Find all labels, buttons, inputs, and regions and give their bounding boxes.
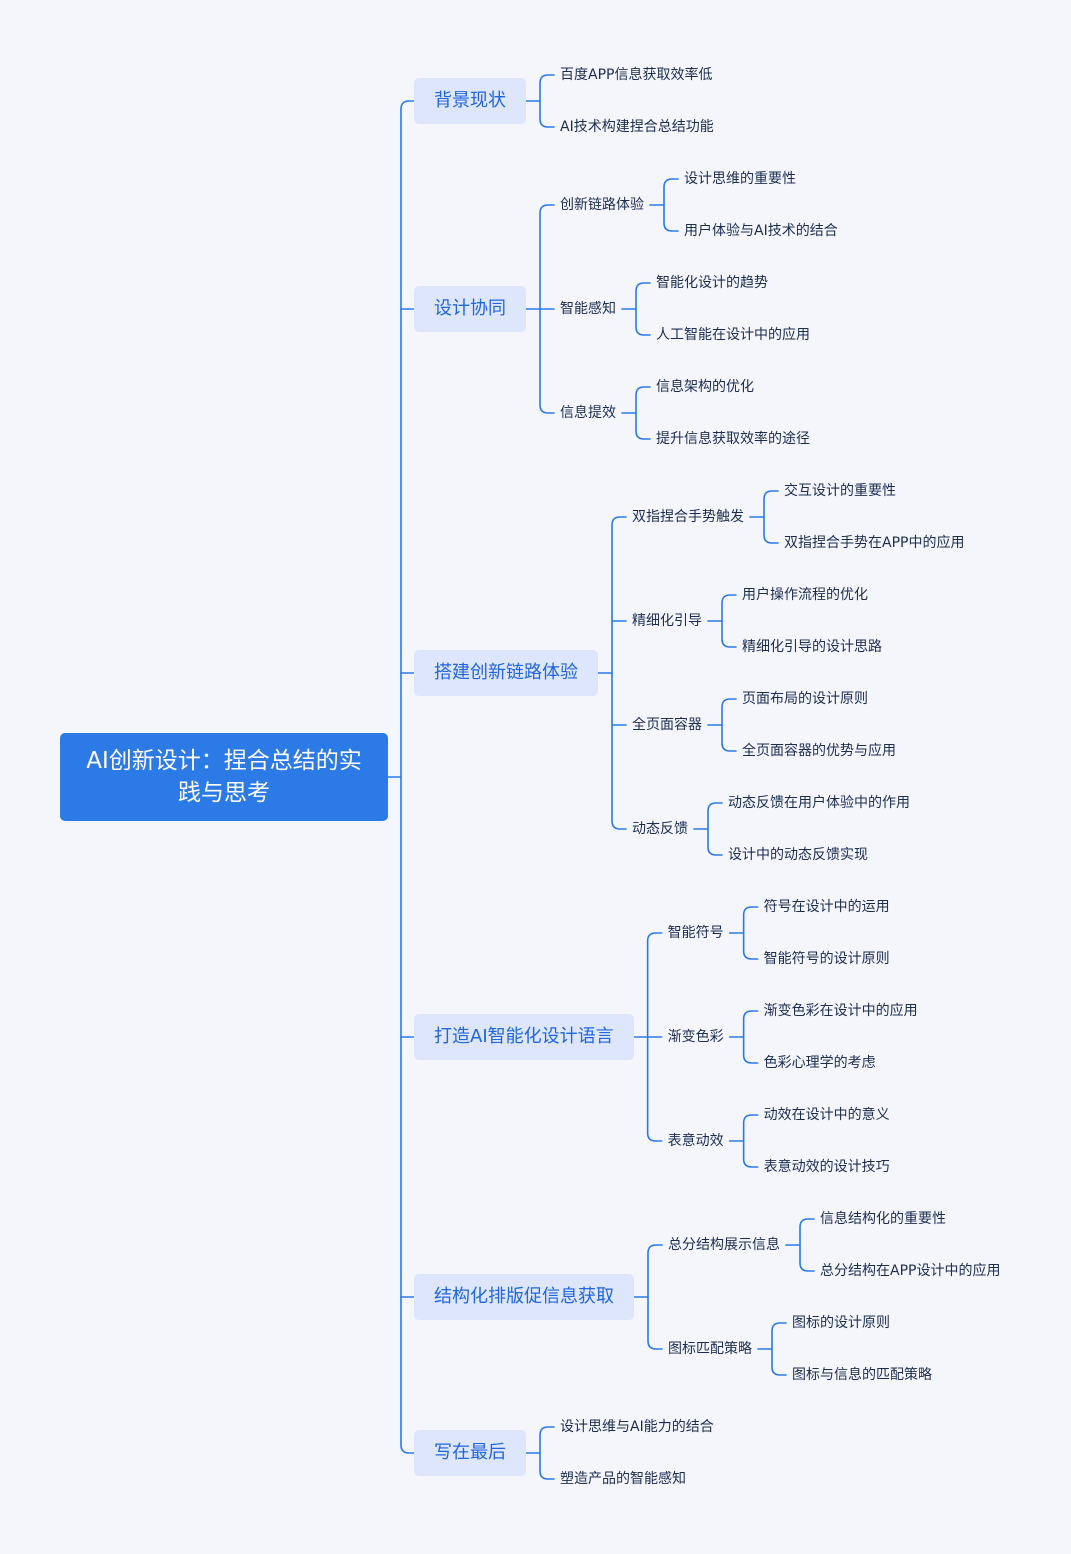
leaf-node[interactable]: 动态反馈在用户体验中的作用 <box>728 795 910 811</box>
leaf-node[interactable]: 页面布局的设计原则 <box>742 691 868 707</box>
branch-node[interactable]: 打造AI智能化设计语言 <box>414 1014 634 1060</box>
topic-node[interactable]: 创新链路体验 <box>560 197 644 213</box>
topic-connector-spine <box>707 802 723 856</box>
topic-connector-spine <box>742 1114 759 1168</box>
topic-connector-spine <box>742 1010 759 1064</box>
leaf-node[interactable]: 交互设计的重要性 <box>784 483 896 499</box>
leaf-node[interactable]: 用户体验与AI技术的结合 <box>684 223 838 239</box>
branch-node[interactable]: 写在最后 <box>414 1430 526 1476</box>
branch-node[interactable]: 结构化排版促信息获取 <box>414 1274 634 1320</box>
topic-node[interactable]: 全页面容器 <box>632 717 702 733</box>
topic-connector-spine <box>663 178 679 232</box>
topic-node[interactable]: 设计思维与AI能力的结合 <box>560 1419 714 1435</box>
topic-node[interactable]: 动态反馈 <box>632 821 688 837</box>
topic-connector-spine <box>742 906 759 960</box>
branch-node[interactable]: 搭建创新链路体验 <box>414 650 598 696</box>
topic-node[interactable]: 总分结构展示信息 <box>668 1237 780 1253</box>
topic-connector-spine <box>721 594 737 648</box>
branch-connector-spine <box>539 1426 555 1480</box>
leaf-node[interactable]: 表意动效的设计技巧 <box>763 1159 890 1175</box>
topic-node[interactable]: 百度APP信息获取效率低 <box>560 67 713 83</box>
topic-connector-spine <box>635 386 651 440</box>
topic-node[interactable]: 表意动效 <box>667 1133 724 1149</box>
topic-connector-spine <box>635 282 651 336</box>
topic-connector-spine <box>799 1218 815 1272</box>
leaf-node[interactable]: 色彩心理学的考虑 <box>763 1055 876 1071</box>
topic-node[interactable]: 塑造产品的智能感知 <box>560 1471 686 1487</box>
topic-node[interactable]: AI技术构建捏合总结功能 <box>560 119 714 135</box>
leaf-node[interactable]: 双指捏合手势在APP中的应用 <box>784 535 965 551</box>
leaf-node[interactable]: 智能符号的设计原则 <box>763 951 890 967</box>
root-node[interactable]: AI创新设计：捏合总结的实践与思考 <box>60 733 388 821</box>
branch-connector-spine <box>539 74 555 128</box>
leaf-node[interactable]: 用户操作流程的优化 <box>742 587 868 603</box>
leaf-node[interactable]: 信息结构化的重要性 <box>820 1211 946 1227</box>
branch-connector-spine <box>611 516 627 830</box>
topic-node[interactable]: 渐变色彩 <box>667 1029 724 1045</box>
topic-node[interactable]: 智能感知 <box>560 301 616 317</box>
leaf-node[interactable]: 渐变色彩在设计中的应用 <box>763 1003 918 1019</box>
topic-node[interactable]: 精细化引导 <box>632 613 702 629</box>
topic-node[interactable]: 信息提效 <box>560 405 616 421</box>
topic-connector-spine <box>721 698 737 752</box>
topic-node[interactable]: 双指捏合手势触发 <box>632 509 744 525</box>
topic-node[interactable]: 智能符号 <box>667 925 724 941</box>
leaf-node[interactable]: 总分结构在APP设计中的应用 <box>820 1263 1001 1279</box>
root-connector-spine <box>400 100 415 1454</box>
leaf-node[interactable]: 人工智能在设计中的应用 <box>656 327 810 343</box>
topic-connector-spine <box>763 490 779 544</box>
leaf-node[interactable]: 智能化设计的趋势 <box>656 275 768 291</box>
branch-connector-spine <box>647 1244 663 1350</box>
branch-node[interactable]: 设计协同 <box>414 286 526 332</box>
leaf-node[interactable]: 设计中的动态反馈实现 <box>728 847 868 863</box>
topic-node[interactable]: 图标匹配策略 <box>668 1341 752 1357</box>
branch-node[interactable]: 背景现状 <box>414 78 526 124</box>
leaf-node[interactable]: 图标与信息的匹配策略 <box>792 1367 932 1383</box>
leaf-node[interactable]: 精细化引导的设计思路 <box>742 639 882 655</box>
leaf-node[interactable]: 动效在设计中的意义 <box>763 1107 890 1123</box>
leaf-node[interactable]: 提升信息获取效率的途径 <box>656 431 810 447</box>
leaf-node[interactable]: 图标的设计原则 <box>792 1315 890 1331</box>
root-label: AI创新设计：捏合总结的实践与思考 <box>86 748 362 806</box>
topic-connector-spine <box>771 1322 787 1376</box>
leaf-node[interactable]: 信息架构的优化 <box>656 379 754 395</box>
leaf-node[interactable]: 符号在设计中的运用 <box>763 899 890 915</box>
leaf-node[interactable]: 设计思维的重要性 <box>684 171 796 187</box>
leaf-node[interactable]: 全页面容器的优势与应用 <box>742 743 896 759</box>
